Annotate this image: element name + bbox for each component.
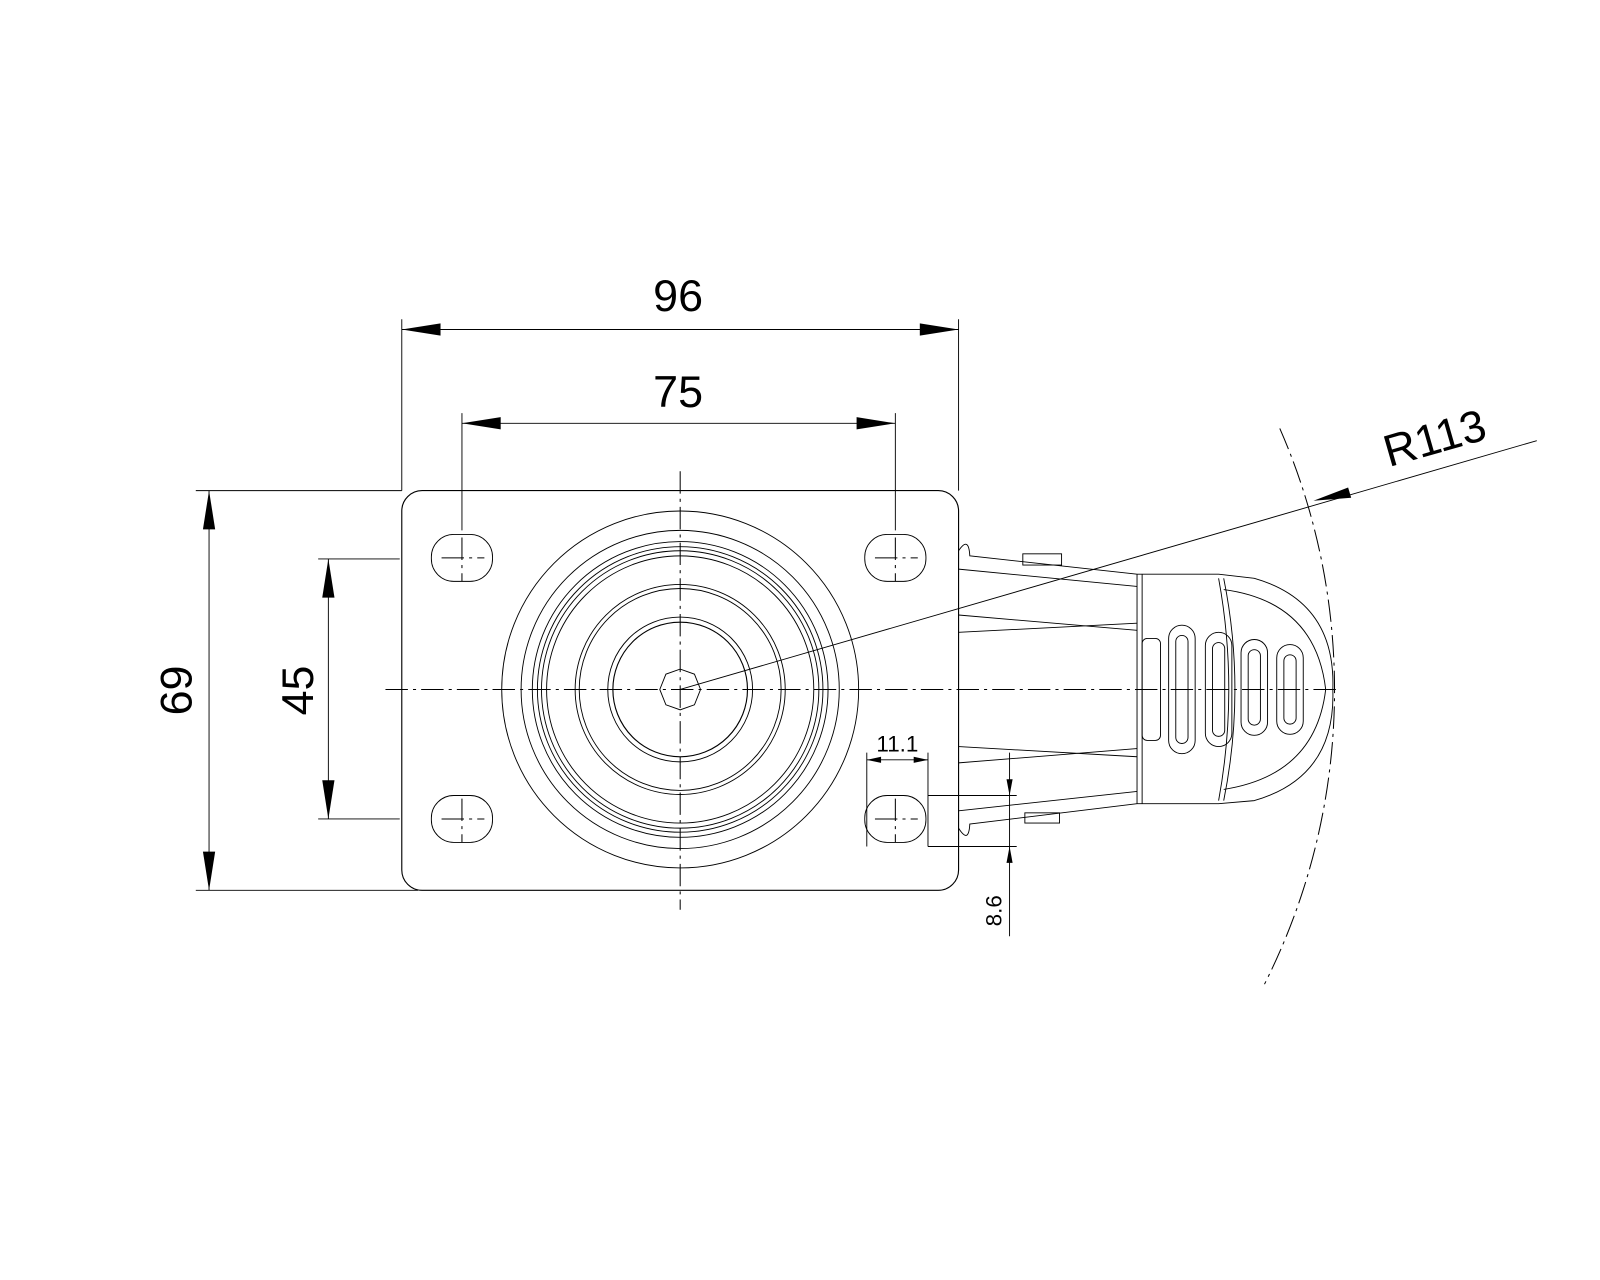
dim-75-label: 75: [653, 366, 703, 417]
dim-45-label: 45: [272, 666, 323, 716]
swivel-radius-arc: [1264, 428, 1336, 985]
dim-plate-width: 96: [401, 270, 960, 491]
dim-radius-label: R113: [1378, 399, 1492, 477]
mounting-holes: [430, 533, 927, 843]
dim-8-6-label: 8.6: [981, 895, 1006, 926]
dim-slot-width: 11.1: [866, 732, 929, 847]
dim-hole-spacing-x: 75: [461, 366, 896, 531]
dim-hole-spacing-y: 45: [272, 558, 400, 820]
dim-69-label: 69: [151, 666, 202, 716]
kingpin-hex: [659, 668, 702, 711]
dim-slot-height: 8.6: [927, 752, 1017, 937]
dim-96-label: 96: [653, 270, 703, 321]
dim-11-1-label: 11.1: [876, 732, 918, 757]
dim-plate-height: 69: [151, 490, 419, 891]
